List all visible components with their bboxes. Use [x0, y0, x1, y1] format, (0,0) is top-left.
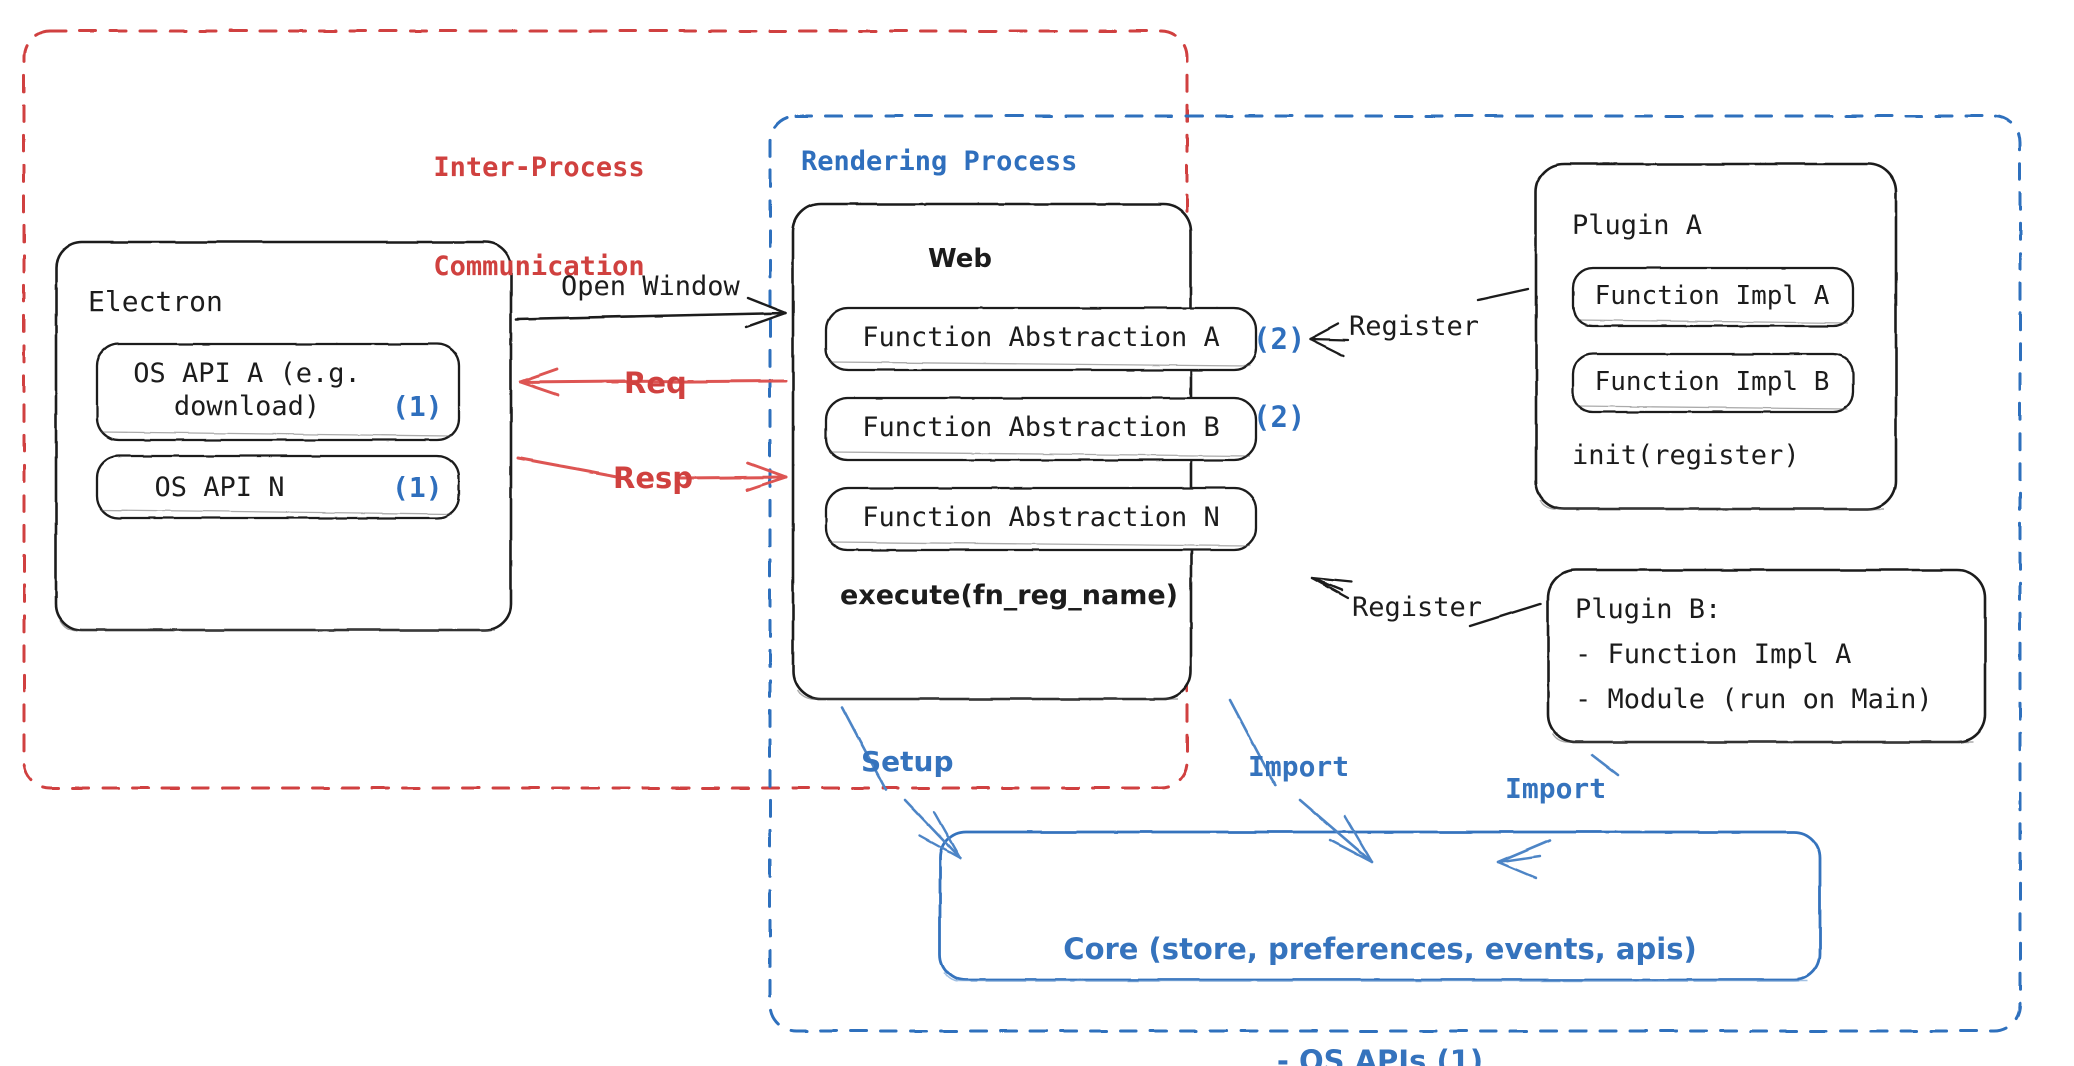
- fn-abstraction-b-label: Function Abstraction B: [862, 412, 1220, 443]
- fn-abstraction-a-tag: (2): [1253, 322, 1306, 356]
- setup-arrow: [840, 705, 962, 860]
- open-window-label: Open Window: [561, 271, 740, 302]
- plugin-a-footer: init(register): [1572, 440, 1800, 471]
- register-plugin-a-label: Register: [1349, 311, 1480, 342]
- core-line-2: - OS APIs (1): [1276, 1043, 1484, 1066]
- plugin-a-title: Plugin A: [1572, 210, 1703, 241]
- fn-abstraction-n-label: Function Abstraction N: [862, 502, 1220, 533]
- resp-label: Resp: [613, 461, 694, 495]
- web-footer: execute(fn_reg_name): [840, 580, 1178, 611]
- plugin-b-box-border: [1546, 568, 1987, 744]
- ipc-region-label-line1: Inter-Process: [433, 151, 645, 183]
- resp-arrow: [516, 456, 788, 492]
- import-web-label: Import: [1248, 750, 1350, 783]
- setup-label: Setup: [861, 745, 954, 778]
- register-plugin-a-arrow: [1308, 287, 1530, 358]
- fn-impl-a-box-border: [1571, 266, 1855, 328]
- rendering-region-border: [768, 114, 2022, 1033]
- open-window-arrow: [514, 296, 788, 329]
- web-title: Web: [928, 244, 992, 274]
- register-plugin-b-arrow: [1310, 576, 1542, 628]
- fn-abstraction-n-box-border: [824, 486, 1258, 552]
- ipc-region-label: Inter-Process Communication: [424, 86, 654, 350]
- fn-abstraction-b-tag: (2): [1253, 400, 1306, 434]
- fn-impl-b-box-border: [1571, 352, 1855, 414]
- os-api-a-label: OS API A (e.g. download): [133, 358, 361, 422]
- core-text-block: Core (store, preferences, events, apis) …: [945, 857, 1815, 1066]
- electron-title: Electron: [88, 285, 223, 318]
- fn-abstraction-b-box-border: [824, 396, 1258, 462]
- os-api-a-box-border: [95, 342, 461, 442]
- import-plugin-b-label: Import: [1505, 772, 1607, 805]
- plugin-a-item-0: Function Impl A: [1594, 281, 1830, 311]
- os-api-n-tag: (1): [392, 471, 443, 504]
- core-line-1: Core (store, preferences, events, apis): [1063, 932, 1697, 967]
- fn-abstraction-a-box-border: [824, 306, 1258, 372]
- os-api-a-tag: (1): [392, 390, 443, 423]
- ipc-region-label-line2: Communication: [433, 250, 645, 282]
- import-plugin-b-arrow: [1496, 753, 1620, 880]
- register-plugin-b-label: Register: [1352, 592, 1483, 623]
- plugin-a-box-border: [1534, 162, 1898, 511]
- plugin-b-item-0: - Function Impl A: [1575, 639, 1852, 670]
- os-api-n-label: OS API N: [154, 472, 285, 503]
- core-box-border: [938, 830, 1822, 982]
- import-web-arrow: [1228, 698, 1374, 864]
- plugin-b-item-1: - Module (run on Main): [1575, 684, 1933, 715]
- fn-abstraction-a-label: Function Abstraction A: [862, 322, 1220, 353]
- os-api-n-box-border: [95, 454, 461, 520]
- rendering-region-label: Rendering Process: [801, 146, 1078, 177]
- req-label: Req: [624, 366, 687, 400]
- plugin-a-item-1: Function Impl B: [1594, 367, 1830, 397]
- req-arrow: [518, 367, 788, 397]
- plugin-b-title: Plugin B:: [1575, 594, 1722, 625]
